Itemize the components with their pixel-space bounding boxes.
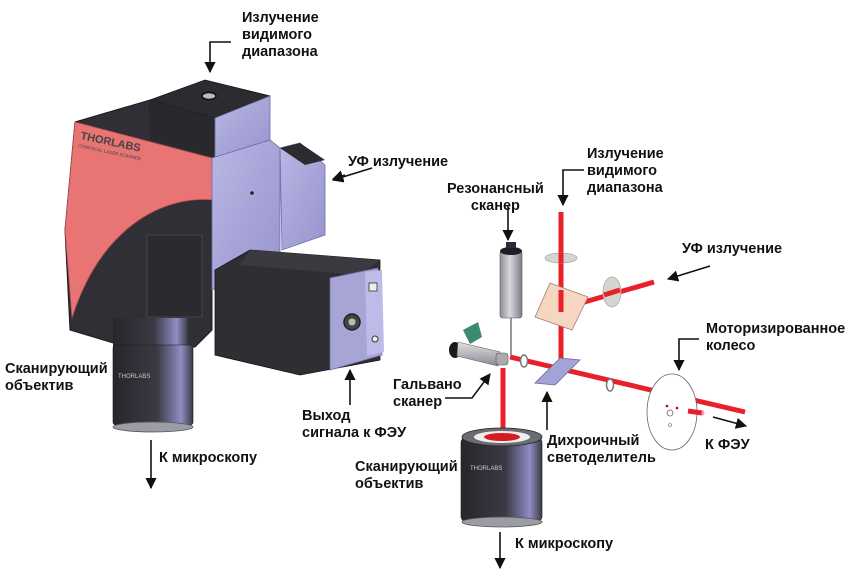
- optical-path: THORLABS: [449, 212, 746, 528]
- label-line: Резонансный: [447, 181, 544, 197]
- label-line: УФ излучение: [348, 154, 449, 170]
- right-arrows: [445, 169, 748, 570]
- right-scan-lens-body: [460, 436, 543, 523]
- label-line: Излучение: [242, 10, 319, 26]
- right-lens-logo: THORLABS: [470, 466, 502, 472]
- arrow-visible-right: [557, 169, 584, 207]
- arrow-uv-left-tail: [331, 167, 373, 183]
- left-lens-logo: THORLABS: [118, 374, 150, 380]
- scanner-housing: THORLABS: [64, 79, 384, 433]
- label-scan-lens-right: Сканирующий объектив: [355, 459, 458, 493]
- label-uv-left: УФ излучение: [348, 154, 448, 171]
- relay-ring-2: [605, 378, 615, 392]
- label-to-pmt: К ФЭУ: [705, 437, 750, 454]
- label-line: диапазона: [587, 180, 663, 196]
- visible-input-port: [201, 91, 217, 101]
- arrow-to-pmt: [712, 416, 748, 429]
- arrow-uv-right: [666, 265, 711, 282]
- label-visible-light-left: Излучение видимого диапазона: [242, 10, 319, 61]
- arrow-visible-left: [204, 41, 231, 74]
- label-line: объектив: [355, 476, 424, 492]
- label-line: объектив: [5, 378, 74, 394]
- label-line: сигнала к ФЭУ: [302, 425, 407, 441]
- resonant-scanner: [499, 249, 523, 319]
- label-line: Излучение: [587, 146, 664, 162]
- label-line: видимого: [587, 163, 658, 179]
- label-line: К микроскопу: [515, 536, 614, 552]
- label-line: Сканирующий: [5, 361, 108, 377]
- label-line: К ФЭУ: [705, 437, 750, 453]
- label-to-microscope-right: К микроскопу: [515, 536, 613, 553]
- label-line: колесо: [706, 338, 756, 354]
- label-motorized-wheel: Моторизированное колесо: [706, 321, 845, 355]
- housing-side-panel: [146, 234, 203, 318]
- label-line: видимого: [242, 27, 313, 43]
- label-pmt-output: Выход сигнала к ФЭУ: [302, 408, 406, 442]
- label-galvo-scanner: Гальвано сканер: [393, 377, 462, 411]
- label-resonant-scanner: Резонансный сканер: [447, 181, 544, 215]
- uv-input-box: [279, 142, 326, 251]
- label-line: диапазона: [242, 44, 318, 60]
- arrow-motorized-wheel: [673, 338, 699, 372]
- label-uv-right: УФ излучение: [682, 241, 782, 258]
- galvo-scanner: [456, 341, 501, 367]
- label-line: Дихроичный: [547, 433, 640, 449]
- left-arrows: [145, 41, 373, 490]
- left-scan-lens-body: [112, 344, 194, 426]
- label-visible-light-right: Излучение видимого диапазона: [587, 146, 664, 197]
- label-line: Моторизированное: [706, 321, 846, 337]
- label-line: светоделитель: [547, 450, 656, 466]
- label-dichroic-splitter: Дихроичный светоделитель: [547, 433, 656, 467]
- label-line: сканер: [470, 198, 520, 214]
- brand-panel: [64, 121, 215, 319]
- beam-main: [509, 354, 746, 415]
- label-scan-lens-left: Сканирующий объектив: [5, 361, 108, 395]
- label-line: Сканирующий: [355, 459, 458, 475]
- arrow-galvo: [445, 373, 491, 399]
- relay-ring-1: [519, 354, 529, 368]
- label-line: К микроскопу: [159, 450, 258, 466]
- label-to-microscope-left: К микроскопу: [159, 450, 257, 467]
- galvo-mount: [463, 322, 482, 344]
- label-line: Выход: [302, 408, 351, 424]
- label-line: Гальвано: [393, 377, 462, 393]
- dichroic-splitter: [534, 357, 581, 386]
- label-line: сканер: [393, 394, 443, 410]
- label-line: УФ излучение: [682, 241, 783, 257]
